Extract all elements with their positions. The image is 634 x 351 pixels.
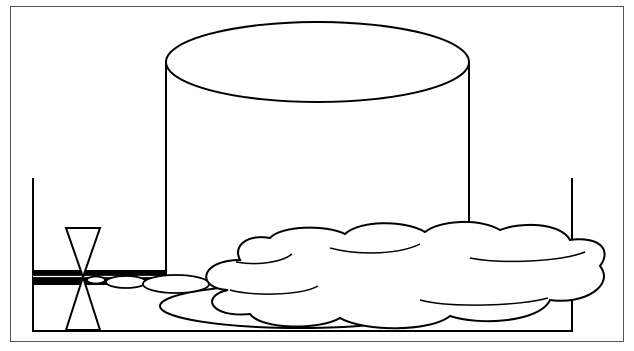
leak-droplet — [86, 275, 106, 285]
vapor-cloud-inner-fold — [469, 251, 586, 263]
leak-droplet — [142, 274, 210, 294]
vapor-cloud-inner-fold — [229, 285, 319, 295]
frame-border — [10, 6, 624, 342]
vapor-cloud-inner-fold — [235, 253, 293, 265]
vapor-cloud-inner-fold — [419, 297, 549, 306]
vapor-cloud — [205, 221, 606, 330]
leak-droplet — [105, 275, 147, 289]
vapor-cloud-inner-fold — [329, 243, 421, 254]
valve — [64, 227, 102, 331]
vapor-cloud-outline — [205, 221, 606, 330]
tank-top — [165, 21, 470, 103]
